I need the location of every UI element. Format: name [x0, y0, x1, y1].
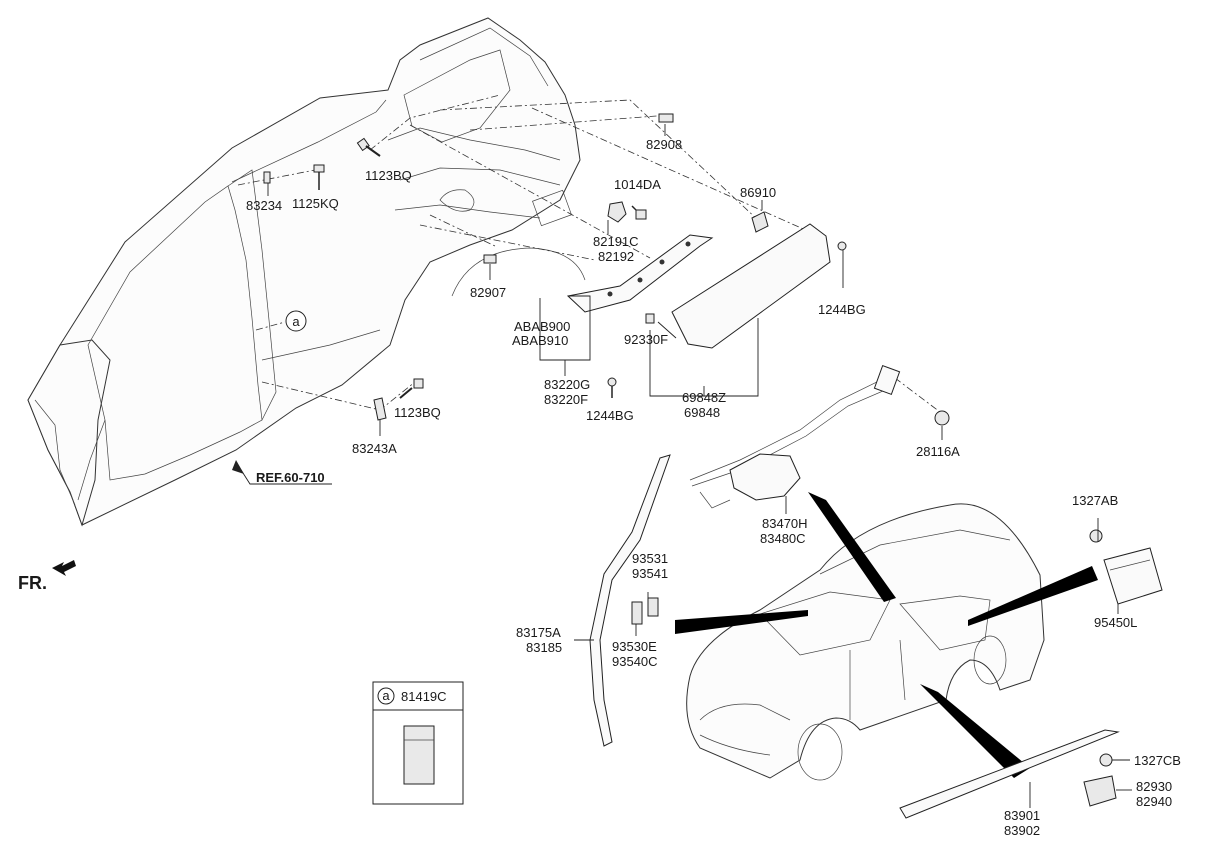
inset-part-number: 81419C — [401, 689, 447, 704]
label-abab910: ABAB910 — [512, 333, 568, 348]
label-83234: 83234 — [246, 198, 282, 213]
label-83185: 83185 — [526, 640, 562, 655]
label-83470h: 83470H — [762, 516, 808, 531]
label-1125kq: 1125KQ — [292, 196, 339, 211]
label-1244bg-mid: 1244BG — [586, 408, 634, 423]
label-82940: 82940 — [1136, 794, 1172, 809]
label-1123bq-low: 1123BQ — [394, 405, 441, 420]
hardware-parts — [263, 113, 1113, 767]
label-69848: 69848 — [684, 405, 720, 420]
label-82908: 82908 — [646, 137, 682, 152]
pillar-trim-83175a — [589, 454, 671, 747]
reference-arrow — [232, 460, 332, 485]
label-93540c: 93540C — [612, 654, 658, 669]
label-82907: 82907 — [470, 285, 506, 300]
door-motor-assembly — [689, 365, 901, 509]
screw-1244bg-right — [837, 241, 847, 288]
label-1014da: 1014DA — [614, 177, 661, 192]
label-abab900: ABAB900 — [514, 319, 570, 334]
label-82191c: 82191C — [593, 234, 639, 249]
bracket-83243a — [373, 397, 387, 421]
body-side-panel — [27, 17, 586, 527]
label-83220g: 83220G — [544, 377, 590, 392]
bolt-1123bq-low — [399, 378, 424, 399]
cap-82191c — [607, 201, 627, 223]
tape-82907 — [483, 254, 497, 264]
runner-strip-83901 — [899, 729, 1120, 819]
clip-83234 — [263, 171, 271, 196]
label-83480c: 83480C — [760, 531, 806, 546]
callout-a-circle — [285, 310, 307, 332]
label-1244bg-right: 1244BG — [818, 302, 866, 317]
callout-a-marker: a — [292, 314, 300, 329]
label-1327cb: 1327CB — [1134, 753, 1181, 768]
label-69848z: 69848Z — [682, 390, 726, 405]
label-83220f: 83220F — [544, 392, 588, 407]
fr-arrow-icon — [52, 560, 76, 576]
inset-marker: a — [382, 688, 390, 703]
label-95450l: 95450L — [1094, 615, 1137, 630]
label-83175a: 83175A — [516, 625, 561, 640]
detail-beams — [675, 492, 1098, 778]
part-labels: 82908 1014DA 86910 82191C 82192 1123BQ 8… — [246, 137, 1181, 838]
switch-93541 — [647, 597, 659, 617]
label-1327ab: 1327AB — [1072, 493, 1118, 508]
inset-box — [372, 681, 464, 805]
switch-93530e — [631, 601, 643, 625]
bolt-1123bq-top — [356, 137, 381, 157]
garnish-panel-69848 — [671, 223, 831, 349]
nut-1327cb — [1099, 753, 1113, 767]
label-93531: 93531 — [632, 551, 668, 566]
vehicle-illustration — [686, 503, 1045, 781]
nut-1327ab — [1089, 529, 1103, 543]
label-92330f: 92330F — [624, 332, 668, 347]
clip-92330f — [645, 313, 655, 324]
label-93541: 93541 — [632, 566, 668, 581]
control-module-95450l — [1103, 547, 1163, 605]
reference-label: REF.60-710 — [256, 470, 325, 485]
label-28116a: 28116A — [916, 444, 960, 459]
clip-86910 — [751, 211, 769, 233]
label-93530e: 93530E — [612, 639, 657, 654]
rail-track-83220 — [566, 234, 714, 313]
catch-82930 — [1083, 775, 1117, 807]
label-82192: 82192 — [598, 249, 634, 264]
label-86910: 86910 — [740, 185, 776, 200]
tape-82908 — [658, 113, 674, 123]
screw-1244bg-mid — [607, 377, 617, 398]
label-82930: 82930 — [1136, 779, 1172, 794]
leader-lines — [379, 124, 1132, 808]
label-83901: 83901 — [1004, 808, 1040, 823]
bolt-1014da — [631, 205, 647, 220]
label-83243a: 83243A — [352, 441, 397, 456]
screw-1125kq — [313, 164, 325, 190]
label-83902: 83902 — [1004, 823, 1040, 838]
label-1123bq-top: 1123BQ — [365, 168, 412, 183]
nut-28116a — [934, 410, 950, 426]
fr-label: FR. — [18, 573, 47, 593]
